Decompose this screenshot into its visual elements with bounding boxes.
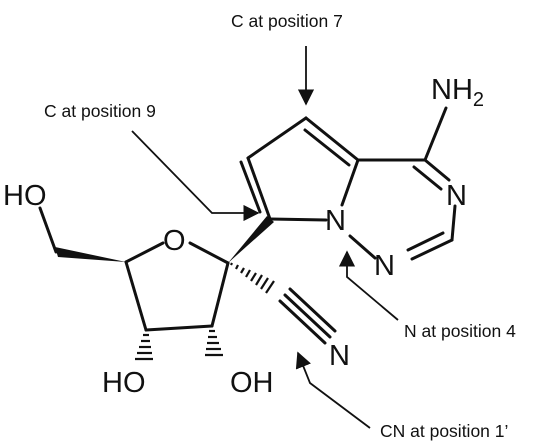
hash-c3-oh (135, 333, 153, 361)
atom-ho-bottom: HO (102, 367, 146, 399)
label-n-position-4: N at position 4 (404, 321, 516, 341)
wedge-c4-ch2 (55, 247, 126, 262)
arrow-c9 (131, 130, 260, 222)
bond-o-c1 (188, 241, 230, 265)
triazine-ring (348, 106, 457, 261)
ribose-ring (124, 241, 230, 332)
atom-n-lower: N (374, 250, 395, 282)
atom-ring-oxygen: O (163, 225, 186, 257)
bond-c1-c2 (210, 261, 230, 328)
hash-c1-cn (230, 262, 275, 294)
wedge-c1-c9 (228, 216, 274, 263)
atom-nitrile-n: N (329, 340, 350, 372)
bond-ch2-ho (38, 206, 58, 254)
arrow-n4 (338, 250, 399, 321)
bond-c3-c4 (124, 260, 148, 332)
bond-c2-c3 (144, 324, 214, 332)
bond-c4-o (124, 241, 165, 264)
arrow-cn1 (295, 351, 371, 429)
hash-c2-oh (205, 329, 223, 357)
atom-n-triazine: N (446, 180, 467, 212)
nitrile-triple-bond (278, 287, 337, 345)
label-cn-position-1prime: CN at position 1’ (380, 421, 508, 441)
label-c-position-7: C at position 7 (231, 11, 343, 31)
atom-nh2: NH2 (431, 74, 484, 111)
label-c-position-9: C at position 9 (44, 101, 156, 121)
atom-oh-bottom: OH (230, 367, 274, 399)
atom-n-bridge: N (325, 205, 346, 237)
pyrrole-ring (239, 116, 360, 222)
atom-ho-top: HO (3, 180, 47, 212)
